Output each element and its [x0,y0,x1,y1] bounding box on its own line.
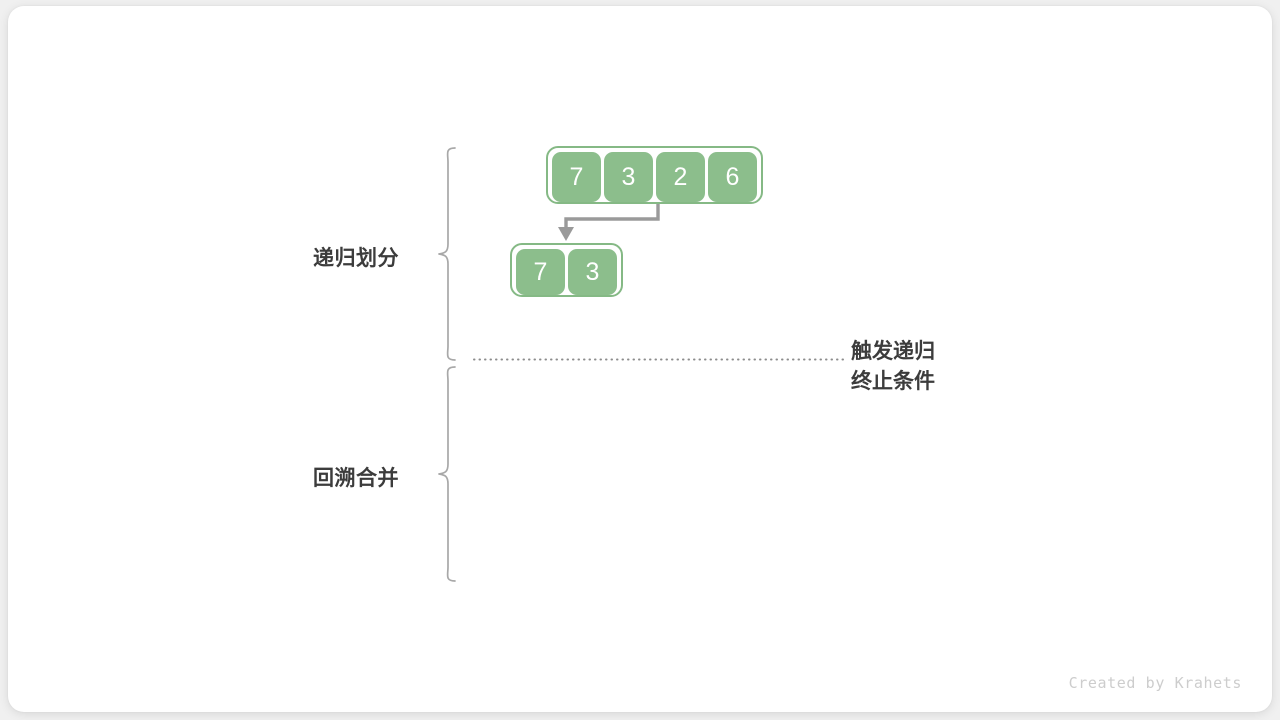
phase-label-divide: 递归划分 [313,247,399,270]
array-cell: 7 [516,249,565,295]
termination-note-line1: 触发递归 [851,340,935,363]
divide-arrow [564,203,660,228]
array-original: 7 3 2 6 [546,146,763,204]
phase-label-merge: 回溯合并 [313,467,399,490]
termination-note-line2: 终止条件 [851,370,935,393]
array-left-subarray: 7 3 [510,243,623,297]
array-cell: 3 [604,152,653,202]
vector-layer [438,147,844,582]
array-cell: 7 [552,152,601,202]
array-cell: 6 [708,152,757,202]
array-cell: 2 [656,152,705,202]
credit-text: Created by Krahets [1068,674,1242,692]
divide-arrow-head [558,227,574,241]
array-cell: 3 [568,249,617,295]
brace-merge [438,366,456,582]
diagram-card: 递归划分 回溯合并 7 3 2 6 7 3 触发递归 终止条件 Created … [8,6,1272,712]
termination-note: 触发递归 终止条件 [851,337,935,397]
brace-divide [438,147,456,361]
